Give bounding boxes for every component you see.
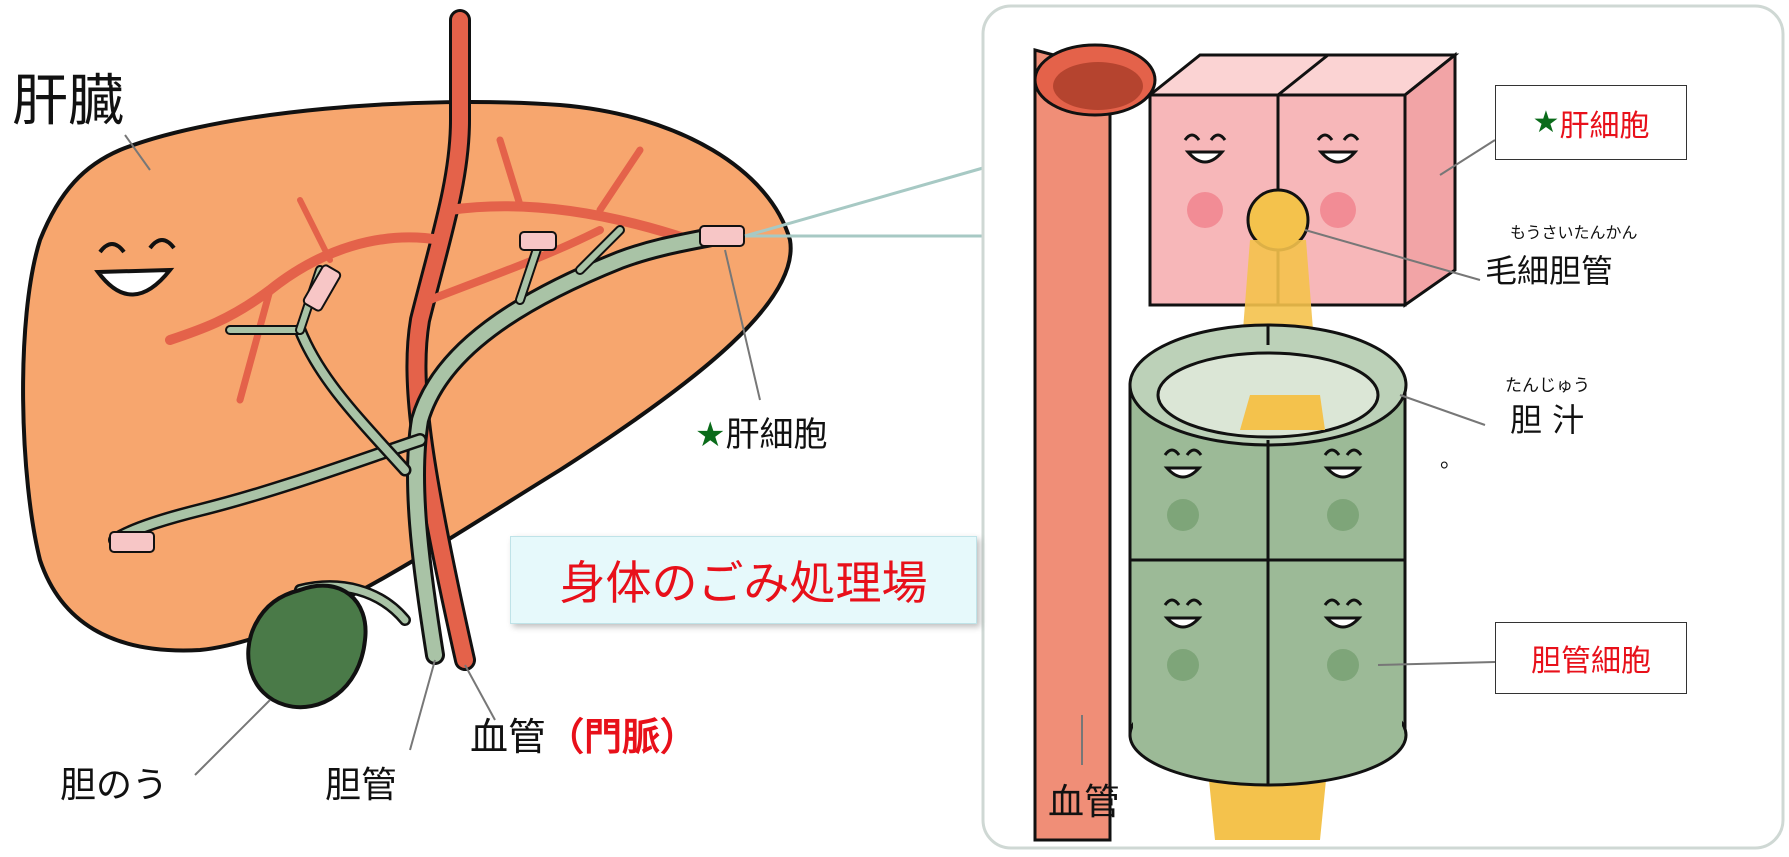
star-icon: ★ bbox=[1533, 105, 1560, 140]
canaliculus-ruby: もうさいたんかん bbox=[1510, 225, 1638, 241]
vessel-label-right: 血管 bbox=[1048, 785, 1120, 821]
liver-title: 肝臓 bbox=[12, 74, 124, 130]
hepatocyte-label-left: ★肝細胞 bbox=[695, 418, 827, 452]
bile-ruby: たんじゅう bbox=[1505, 378, 1590, 395]
cholangiocyte-cylinder bbox=[1130, 325, 1406, 785]
bile-duct-label: 胆管 bbox=[325, 768, 397, 804]
bile-label: 胆 汁 bbox=[1510, 404, 1584, 436]
star-icon: ★ bbox=[695, 415, 725, 455]
cholangiocyte-box-text: 胆管細胞 bbox=[1531, 636, 1651, 680]
cholangiocyte-box: 胆管細胞 bbox=[1495, 622, 1687, 694]
canaliculus-label: 毛細胆管 bbox=[1485, 255, 1613, 287]
banner-box: 身体のごみ処理場 bbox=[510, 536, 977, 624]
gallbladder-label: 胆のう bbox=[60, 768, 168, 804]
hepatocyte-box-text: 肝細胞 bbox=[1559, 101, 1649, 145]
liver-illustration bbox=[23, 20, 791, 775]
banner-text: 身体のごみ処理場 bbox=[560, 547, 928, 613]
vessel-portal-label: 血管（門脈） bbox=[470, 718, 698, 756]
vessel-text: 血管 bbox=[470, 715, 546, 759]
zoom-lines bbox=[745, 168, 983, 236]
hepatocyte-box: ★肝細胞 bbox=[1495, 85, 1687, 160]
stray-mark: 。 bbox=[1440, 450, 1462, 472]
portal-vein-text: （門脈） bbox=[546, 715, 698, 759]
hepatocyte-text: 肝細胞 bbox=[725, 415, 827, 455]
